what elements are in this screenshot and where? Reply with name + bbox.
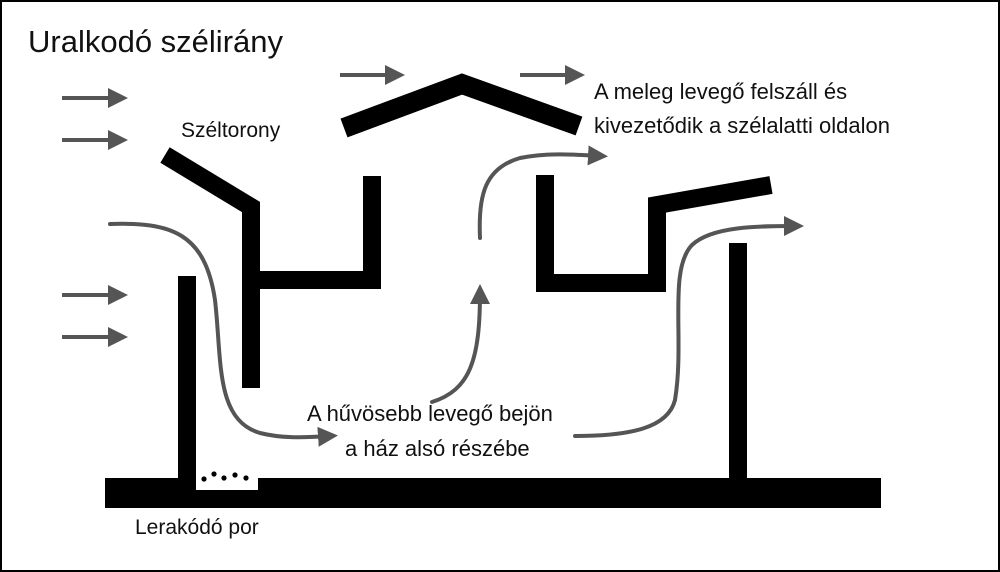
wind-tower-scoop <box>160 147 260 388</box>
wind-arrows <box>62 65 585 347</box>
curved-arrow-icon <box>477 145 608 240</box>
tower-label: Széltorony <box>181 119 281 142</box>
cool-air-label-line1: A hűvösebb levegő bejön <box>307 401 553 426</box>
dust-label: Lerakódó por <box>135 516 259 539</box>
wind-tower-base <box>251 176 381 289</box>
warm-air-label-line1: A meleg levegő felszáll és <box>594 79 848 104</box>
dust-dots-icon <box>201 471 249 482</box>
right-tower <box>536 175 773 292</box>
diagram-title: Uralkodó szélirány <box>28 24 283 59</box>
roof <box>340 73 583 138</box>
dust-trough <box>196 478 258 490</box>
curved-arrow-icon <box>573 216 804 438</box>
warm-air-label-line2: kivezetődik a szélalatti oldalon <box>594 113 890 138</box>
right-wall <box>729 243 747 480</box>
curved-arrow-icon <box>108 221 338 447</box>
left-wall <box>178 276 196 480</box>
cool-air-label-line2: a ház alsó részébe <box>345 436 530 461</box>
airflow-arrows <box>108 145 804 447</box>
curved-arrow-icon <box>430 284 490 404</box>
